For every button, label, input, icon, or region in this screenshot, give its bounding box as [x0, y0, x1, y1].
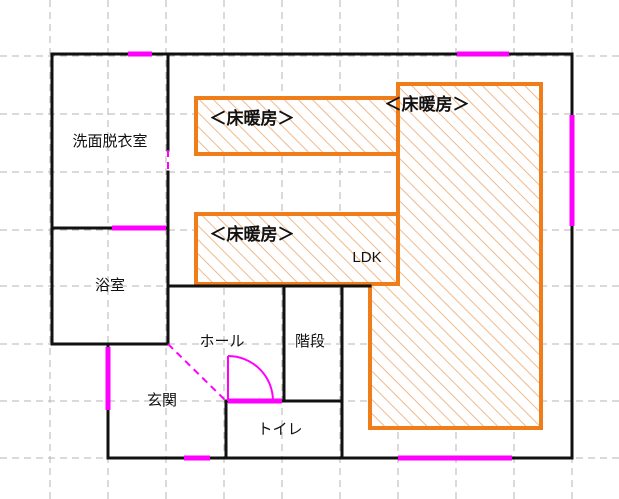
room-label-genkan: 玄関 [147, 392, 177, 409]
floor-heating-zone-top [194, 96, 400, 156]
door-swing-arc [227, 355, 274, 402]
floor-heating-zones [194, 82, 543, 430]
hall-opening-dashed [167, 343, 227, 402]
floor-heating-label-top: ＜床暖房＞ [210, 108, 295, 128]
outer-wall [50, 52, 574, 460]
floor-heating-zone-middle [194, 212, 400, 286]
room-label-toilet: トイレ [257, 421, 302, 438]
room-label-hall: ホール [199, 333, 244, 350]
room-label-senmen: 洗面脱衣室 [72, 133, 147, 150]
walls [50, 52, 574, 460]
room-label-yokushitsu: 浴室 [95, 277, 125, 294]
room-label-ldk: LDK [352, 249, 381, 266]
room-label-kaidan: 階段 [295, 333, 325, 350]
floor-heating-label-right: ＜床暖房＞ [385, 94, 470, 114]
floor-heating-label-middle: ＜床暖房＞ [210, 224, 295, 244]
windows [105, 51, 575, 461]
